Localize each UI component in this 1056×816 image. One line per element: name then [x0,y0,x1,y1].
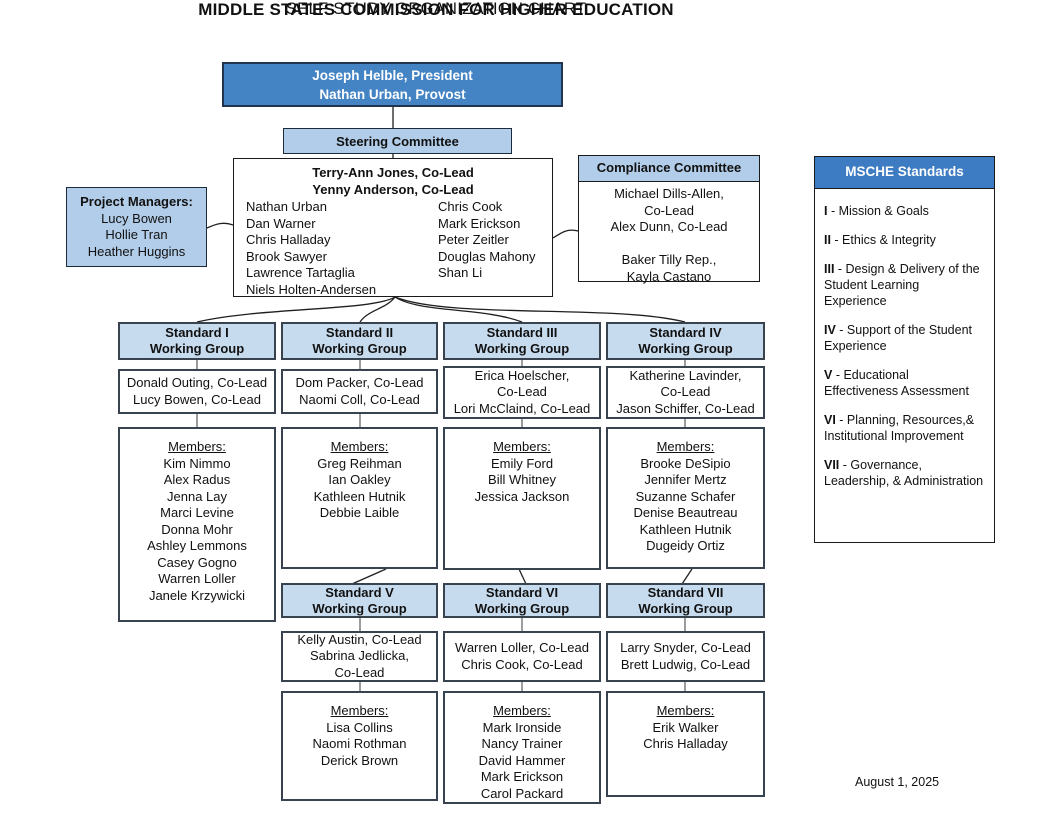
standard-1-members: Kim Nimmo Alex Radus Jenna Lay Marci Lev… [147,455,247,603]
chart-subtitle: SELF STUDY ORGANIZATION CHART [285,0,587,18]
msche-standard-item: IV - Support of the Student Experience [824,322,985,354]
compliance-committee-box: Compliance Committee Michael Dills-Allen… [578,155,760,284]
date-label: August 1, 2025 [855,775,940,789]
standard-label: - Ethics & Integrity [830,233,936,247]
standard-label: - Mission & Goals [827,204,929,218]
standard-5-members: Lisa Collins Naomi Rothman Derick Brown [312,719,407,768]
standard-3-members-box: Members: Emily Ford Bill Whitney Jessica… [443,427,601,570]
members-label: Members: [168,439,226,454]
standard-1-header: Standard I Working Group [118,322,276,360]
standard-3-header: Standard III Working Group [443,322,601,360]
steering-committee-header: Steering Committee [283,128,512,154]
standard-2-header: Standard II Working Group [281,322,438,360]
standard-numeral: I [824,204,828,218]
standard-7-header: Standard VII Working Group [606,583,765,618]
standard-label: - Design & Delivery of the Student Learn… [824,262,980,308]
standard-label: - Planning, Resources,& Institutional Im… [824,413,975,443]
standard-numeral: III [824,262,835,276]
msche-standards-header: MSCHE Standards [815,157,994,189]
standard-numeral: IV [824,323,836,337]
steering-committee-box: Terry-Ann Jones, Co-Lead Yenny Anderson,… [233,158,553,297]
members-label: Members: [656,703,715,718]
standard-6-members-box: Members: Mark Ironside Nancy Trainer Dav… [443,691,601,804]
standard-6-coleads: Warren Loller, Co-Lead Chris Cook, Co-Le… [443,631,601,682]
standard-5-header: Standard V Working Group [281,583,438,618]
steering-coleads: Terry-Ann Jones, Co-Lead Yenny Anderson,… [312,165,474,197]
chart-title: MIDDLE STATES COMMISSION FOR HIGHER EDUC… [198,0,674,19]
standard-numeral: II [824,233,831,247]
president-box: Joseph Helble, President Nathan Urban, P… [222,62,563,107]
msche-standards-list: I - Mission & Goals II - Ethics & Integr… [815,189,994,489]
standard-4-members-box: Members: Brooke DeSipio Jennifer Mertz S… [606,427,765,569]
msche-standard-item: I - Mission & Goals [824,203,985,219]
msche-standard-item: II - Ethics & Integrity [824,232,985,248]
msche-standard-item: VII - Governance, Leadership, & Administ… [824,457,985,489]
compliance-header: Compliance Committee [579,156,759,182]
msche-standard-item: III - Design & Delivery of the Student L… [824,261,985,309]
standard-4-members: Brooke DeSipio Jennifer Mertz Suzanne Sc… [633,455,738,554]
standard-2-members: Greg Reihman Ian Oakley Kathleen Hutnik … [313,455,406,521]
members-label: Members: [330,439,389,454]
compliance-members: Michael Dills-Allen, Co-Lead Alex Dunn, … [610,186,728,284]
members-label: Members: [656,439,715,454]
standard-label: - Educational Effectiveness Assessment [824,368,969,398]
standard-numeral: V [824,368,833,382]
standard-label: - Support of the Student Experience [824,323,973,353]
standard-4-header: Standard IV Working Group [606,322,765,360]
standard-2-members-box: Members: Greg Reihman Ian Oakley Kathlee… [281,427,438,569]
standard-7-members: Erik Walker Chris Halladay [643,719,728,752]
project-managers-label: Project Managers: [80,194,193,209]
steering-members-right: Chris Cook Mark Erickson Peter Zeitler D… [438,199,536,280]
standard-5-members-box: Members: Lisa Collins Naomi Rothman Deri… [281,691,438,801]
standard-4-coleads: Katherine Lavinder, Co-Lead Jason Schiff… [606,366,765,419]
msche-standard-item: VI - Planning, Resources,& Institutional… [824,412,985,444]
standard-1-coleads: Donald Outing, Co-Lead Lucy Bowen, Co-Le… [118,369,276,414]
standard-numeral: VI [824,413,836,427]
standard-3-members: Emily Ford Bill Whitney Jessica Jackson [474,455,570,504]
msche-standard-item: V - Educational Effectiveness Assessment [824,367,985,399]
project-managers-list: Lucy Bowen Hollie Tran Heather Huggins [87,210,186,259]
standard-3-coleads: Erica Hoelscher, Co-Lead Lori McClaind, … [443,366,601,419]
standard-5-coleads: Kelly Austin, Co-Lead Sabrina Jedlicka, … [281,631,438,682]
standard-1-members-box: Members: Kim Nimmo Alex Radus Jenna Lay … [118,427,276,622]
msche-standards-box: MSCHE Standards I - Mission & Goals II -… [814,156,995,543]
project-managers-box: Project Managers: Lucy Bowen Hollie Tran… [66,187,207,267]
standard-7-coleads: Larry Snyder, Co-Lead Brett Ludwig, Co-L… [606,631,765,682]
members-label: Members: [493,703,551,718]
steering-members-left: Nathan Urban Dan Warner Chris Halladay B… [246,199,377,297]
standard-label: - Governance, Leadership, & Administrati… [824,458,984,488]
members-label: Members: [493,439,551,454]
members-label: Members: [330,703,389,718]
standard-6-members: Mark Ironside Nancy Trainer David Hammer… [478,719,566,801]
standard-6-header: Standard VI Working Group [443,583,601,618]
standard-numeral: VII [824,458,840,472]
standard-7-members-box: Members: Erik Walker Chris Halladay [606,691,765,797]
standard-2-coleads: Dom Packer, Co-Lead Naomi Coll, Co-Lead [281,369,438,414]
